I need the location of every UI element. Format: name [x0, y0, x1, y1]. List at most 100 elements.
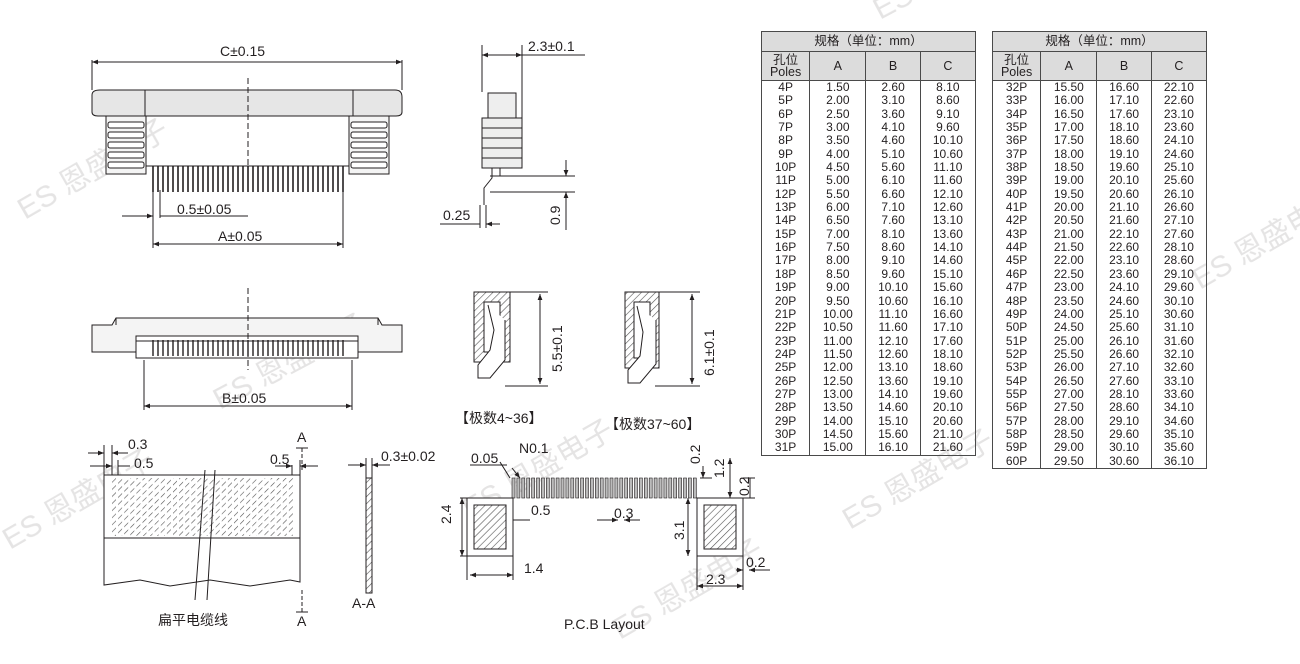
conductor [136, 478, 141, 536]
value-cell: 11.10 [865, 307, 921, 322]
rib [107, 141, 145, 149]
value-cell: 4.60 [865, 134, 921, 148]
cross-section-large [624, 291, 700, 387]
conductor [246, 478, 251, 536]
dim-cable-05b: 0.5 [270, 451, 290, 467]
flat-cable [88, 445, 318, 613]
poles-cell: 8P [778, 133, 793, 148]
poles-cell: 5P [778, 93, 793, 108]
rib [350, 131, 388, 139]
pcb-pad [516, 477, 521, 499]
poles-cell: 55P [1005, 386, 1028, 401]
poles-cell: 21P [774, 306, 797, 321]
value-cell: 15.60 [919, 280, 976, 295]
value-cell: 20.50 [1040, 214, 1097, 228]
value-cell: 12.10 [865, 334, 921, 348]
conductor [130, 478, 135, 536]
value-cell: 9.10 [919, 107, 976, 122]
poles-cell: 18P [774, 266, 797, 281]
conductor [234, 478, 238, 536]
value-cell: 16.60 [919, 307, 976, 322]
value-cell: 10.60 [865, 294, 921, 308]
poles-cell: 45P [1005, 253, 1028, 268]
poles-cell: 14P [774, 213, 797, 228]
value-cell: 16.10 [919, 294, 976, 308]
value-cell: 12.00 [809, 360, 866, 375]
conductor [124, 478, 129, 536]
col-b: B [1096, 51, 1152, 81]
value-cell: 20.60 [1096, 187, 1152, 202]
section-aa [348, 458, 390, 594]
pcb-pad [511, 477, 516, 499]
poles-cell: 32P [1005, 80, 1028, 94]
top-view [91, 59, 403, 248]
value-cell: 8.50 [809, 267, 866, 282]
pcb-pad [521, 477, 526, 499]
value-cell: 10.10 [865, 280, 921, 295]
value-cell: 8.10 [865, 227, 921, 242]
value-cell: 3.50 [809, 134, 866, 148]
range-caption-1: 【极数4~36】 [455, 410, 543, 426]
poles-cell: 44P [1005, 240, 1028, 255]
poles-cell: 27P [774, 386, 797, 401]
dim-h2: 6.1±0.1 [701, 329, 717, 376]
col-c: C [1150, 51, 1207, 81]
rib [107, 131, 145, 139]
range-caption-2: 【极数37~60】 [605, 416, 700, 432]
value-cell: 27.00 [1040, 387, 1097, 402]
value-cell: 33.10 [1150, 374, 1207, 388]
value-cell: 32.10 [1150, 347, 1207, 362]
value-cell: 3.60 [865, 107, 921, 122]
value-cell: 30.60 [1150, 307, 1207, 322]
value-cell: 8.00 [809, 254, 866, 268]
poles-cell: 19P [774, 280, 797, 295]
value-cell: 16.00 [1040, 93, 1097, 108]
value-cell: 13.10 [865, 360, 921, 375]
value-cell: 12.50 [809, 374, 866, 388]
value-cell: 18.10 [1096, 120, 1152, 135]
pcb-pad [570, 477, 575, 499]
poles-cell: 10P [774, 160, 797, 175]
rib [107, 121, 145, 129]
poles-cell: 48P [1005, 293, 1028, 308]
poles-cell: 6P [778, 106, 793, 121]
value-cell: 18.00 [1040, 147, 1097, 162]
conductor [264, 478, 269, 536]
value-cell: 35.60 [1150, 440, 1207, 455]
value-cell: 28.00 [1040, 414, 1097, 428]
value-cell: 26.60 [1096, 347, 1152, 362]
rib [350, 141, 388, 149]
value-cell: 23.00 [1040, 280, 1097, 295]
pcb-02-bottom: 0.2 [746, 554, 766, 570]
poles-cell: 39P [1005, 173, 1028, 188]
value-cell: 29.60 [1150, 280, 1207, 295]
value-cell: 22.60 [1096, 240, 1152, 255]
value-cell: 6.60 [865, 187, 921, 202]
value-cell: 26.60 [1150, 200, 1207, 215]
value-cell: 25.00 [1040, 334, 1097, 348]
value-cell: 34.10 [1150, 400, 1207, 415]
pcb-pad [560, 477, 565, 499]
pcb-02-top: 0.2 [687, 444, 703, 464]
pcb-pad [643, 477, 648, 499]
value-cell: 12.10 [919, 187, 976, 202]
value-cell: 8.60 [865, 240, 921, 255]
value-cell: 25.60 [1096, 320, 1152, 335]
poles-cell: 11P [775, 173, 796, 188]
dim-a: A±0.05 [218, 228, 262, 244]
pcb-pad [673, 477, 678, 499]
